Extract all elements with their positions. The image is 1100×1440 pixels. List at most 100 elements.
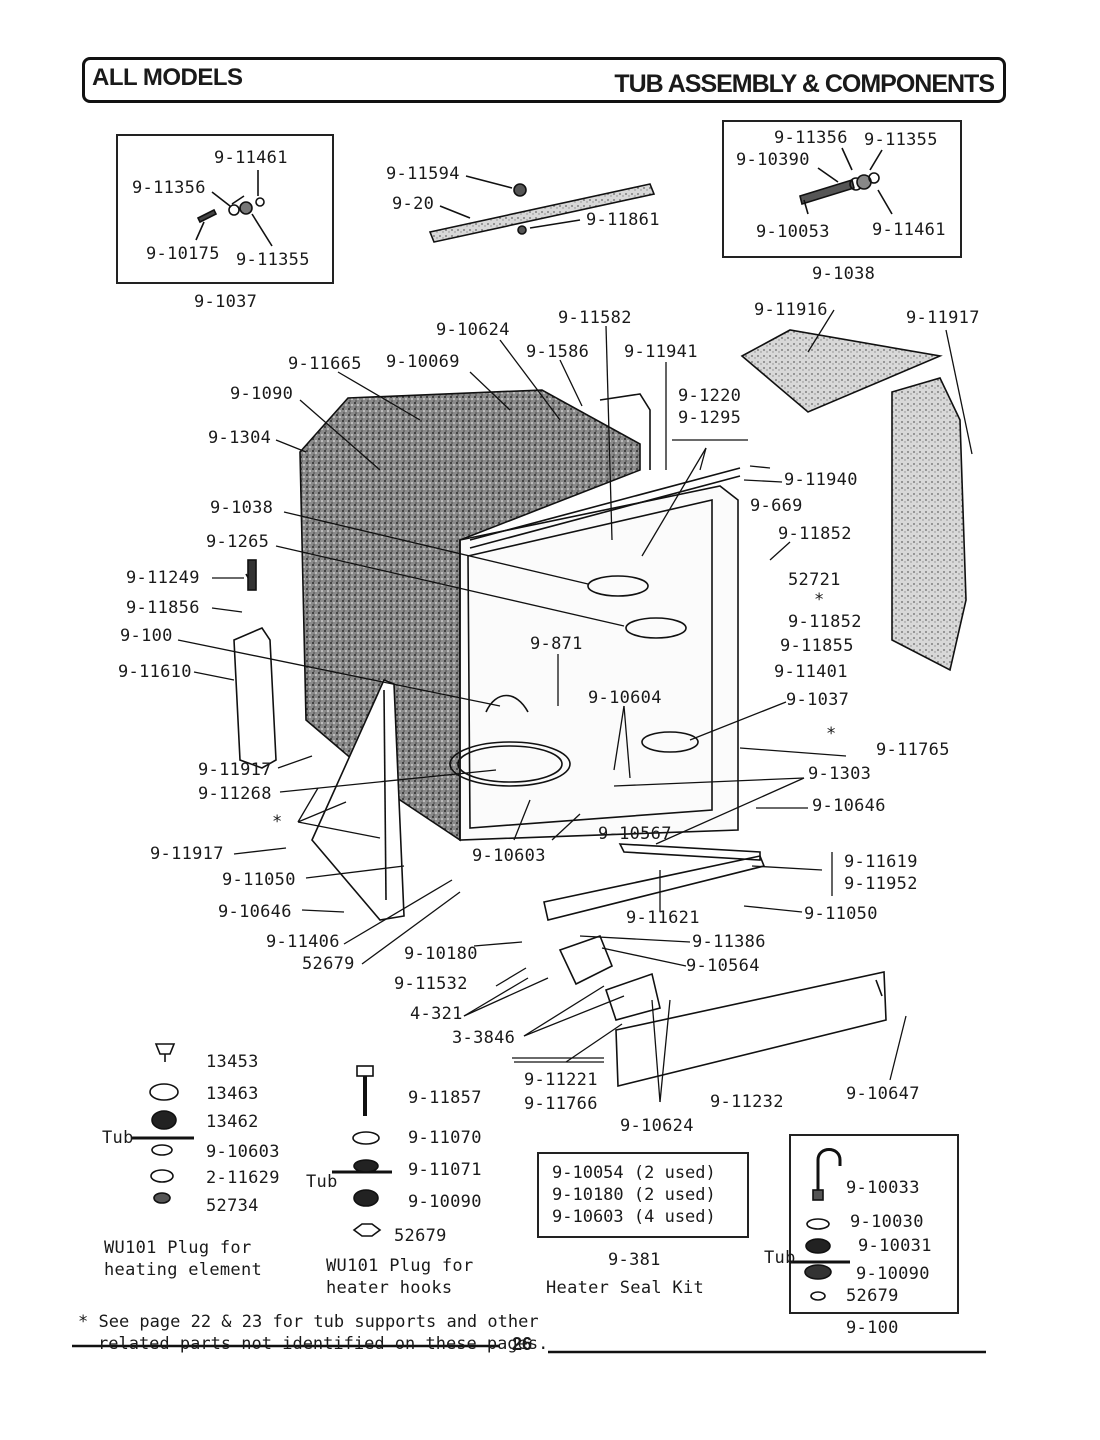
- part-label: 3-3846: [452, 1028, 516, 1048]
- part-label: 9-100: [120, 626, 173, 646]
- base-rail: [543, 843, 766, 921]
- footnote-line-1: * See page 22 & 23 for tub supports and …: [78, 1312, 539, 1332]
- part-label: 9-1303: [808, 764, 872, 784]
- header-frame: [82, 57, 1006, 103]
- spray-arm: [428, 175, 656, 243]
- inset-1037-label-2: 9-11356: [132, 178, 206, 198]
- plug-hooks-parts: [332, 1065, 392, 1237]
- plug-hooks-label-5: 52679: [394, 1226, 447, 1246]
- footnote-line-2: related parts not identified on these pa…: [98, 1334, 549, 1354]
- seal-kit-line-3: 9-10603 (4 used): [552, 1207, 716, 1227]
- inset-1038-label-1: 9-11356: [774, 128, 848, 148]
- insulation-blanket: [740, 329, 967, 672]
- seal-kit-caption: Heater Seal Kit: [546, 1278, 705, 1298]
- hinge-bracket: [233, 559, 277, 769]
- part-label: 9-11621: [626, 908, 700, 928]
- part-label: 9-11952: [844, 874, 918, 894]
- plug-hooks-label-2: 9-11070: [408, 1128, 482, 1148]
- inset-1038-caption: 9-1038: [812, 264, 876, 284]
- part-label: 9-1265: [206, 532, 270, 552]
- plug-heating-parts: [132, 1043, 194, 1204]
- part-label: 9-10646: [812, 796, 886, 816]
- plug-hooks-label-3: 9-11071: [408, 1160, 482, 1180]
- part-label: 9-11766: [524, 1094, 598, 1114]
- part-label: 9-10624: [436, 320, 510, 340]
- inset-100-label-3: 9-10031: [858, 1236, 932, 1256]
- inset-1037-caption: 9-1037: [194, 292, 258, 312]
- plug-hooks-caption-1: WU101 Plug for: [326, 1256, 474, 1276]
- part-label: 9-10069: [386, 352, 460, 372]
- part-label: 9-11861: [586, 210, 660, 230]
- part-label: 9-11940: [784, 470, 858, 490]
- part-label: 9-20: [392, 194, 435, 214]
- part-label: 9-11221: [524, 1070, 598, 1090]
- part-label: 9-11401: [774, 662, 848, 682]
- inset-100-box: [789, 1134, 959, 1314]
- inset-100-label-5: 52679: [846, 1286, 899, 1306]
- plug-heating-label-4: 9-10603: [206, 1142, 280, 1162]
- part-label: 9-11917: [906, 308, 980, 328]
- part-label: 9-1304: [208, 428, 272, 448]
- part-label: 9-1038: [210, 498, 274, 518]
- inset-1037-label-3: 9-10175: [146, 244, 220, 264]
- inset-1038-label-2: 9-11355: [864, 130, 938, 150]
- part-label: 52679: [302, 954, 355, 974]
- part-label: 9-11856: [126, 598, 200, 618]
- part-label: 9-1220: [678, 386, 742, 406]
- inset-1037-label-1: 9-11461: [214, 148, 288, 168]
- plug-heating-tub: Tub: [102, 1128, 134, 1148]
- page-number: 26: [512, 1334, 533, 1354]
- inset-100-parts: [790, 1148, 850, 1301]
- inset-100-label-2: 9-10030: [850, 1212, 924, 1232]
- inset-1038-label-5: 9-11461: [872, 220, 946, 240]
- part-label: 9-10567: [598, 824, 672, 844]
- part-label: *: [826, 724, 837, 744]
- inset-100-tub: Tub: [764, 1248, 796, 1268]
- part-label: 9-11917: [198, 760, 272, 780]
- part-label: 9-11532: [394, 974, 468, 994]
- part-label: 9-11917: [150, 844, 224, 864]
- part-label: 9-1090: [230, 384, 294, 404]
- part-label: 9-11406: [266, 932, 340, 952]
- leader-lines: [177, 309, 973, 1103]
- plug-heating-caption-2: heating element: [104, 1260, 263, 1280]
- plug-heating-label-3: 13462: [206, 1112, 259, 1132]
- plug-hooks-tub: Tub: [306, 1172, 338, 1192]
- part-label: 9-11941: [624, 342, 698, 362]
- part-label: 9-11610: [118, 662, 192, 682]
- part-label: 9-10603: [472, 846, 546, 866]
- inset-1038-label-4: 9-10053: [756, 222, 830, 242]
- seal-kit-line-2: 9-10180 (2 used): [552, 1185, 716, 1205]
- inset-1038-label-3: 9-10390: [736, 150, 810, 170]
- inset-100-caption: 9-100: [846, 1318, 899, 1338]
- side-support-left: [311, 678, 405, 921]
- plug-heating-caption-1: WU101 Plug for: [104, 1238, 252, 1258]
- part-label: 9-11765: [876, 740, 950, 760]
- part-label: 9-10646: [218, 902, 292, 922]
- part-label: 9-11582: [558, 308, 632, 328]
- part-label: 9-11050: [804, 904, 878, 924]
- inset-1037-label-4: 9-11355: [236, 250, 310, 270]
- part-label: 9-11050: [222, 870, 296, 890]
- seal-kit-number: 9-381: [608, 1250, 661, 1270]
- part-label: 9-11852: [788, 612, 862, 632]
- part-label: 9-871: [530, 634, 583, 654]
- part-label: 9-1295: [678, 408, 742, 428]
- part-label: 9-10624: [620, 1116, 694, 1136]
- part-label: *: [814, 590, 825, 610]
- part-label: 9-11249: [126, 568, 200, 588]
- part-label: 9-10647: [846, 1084, 920, 1104]
- part-label: 9-11619: [844, 852, 918, 872]
- part-label: 9-1037: [786, 690, 850, 710]
- part-label: 9-11916: [754, 300, 828, 320]
- heater-bracket: [558, 934, 661, 1021]
- inset-1037-box: [116, 134, 334, 284]
- part-label: 52721: [788, 570, 841, 590]
- part-label: *: [272, 812, 283, 832]
- part-label: 9-11665: [288, 354, 362, 374]
- plug-heating-label-5: 2-11629: [206, 1168, 280, 1188]
- inset-1037-parts: [195, 170, 273, 247]
- part-label: 9-669: [750, 496, 803, 516]
- part-label: 9-10564: [686, 956, 760, 976]
